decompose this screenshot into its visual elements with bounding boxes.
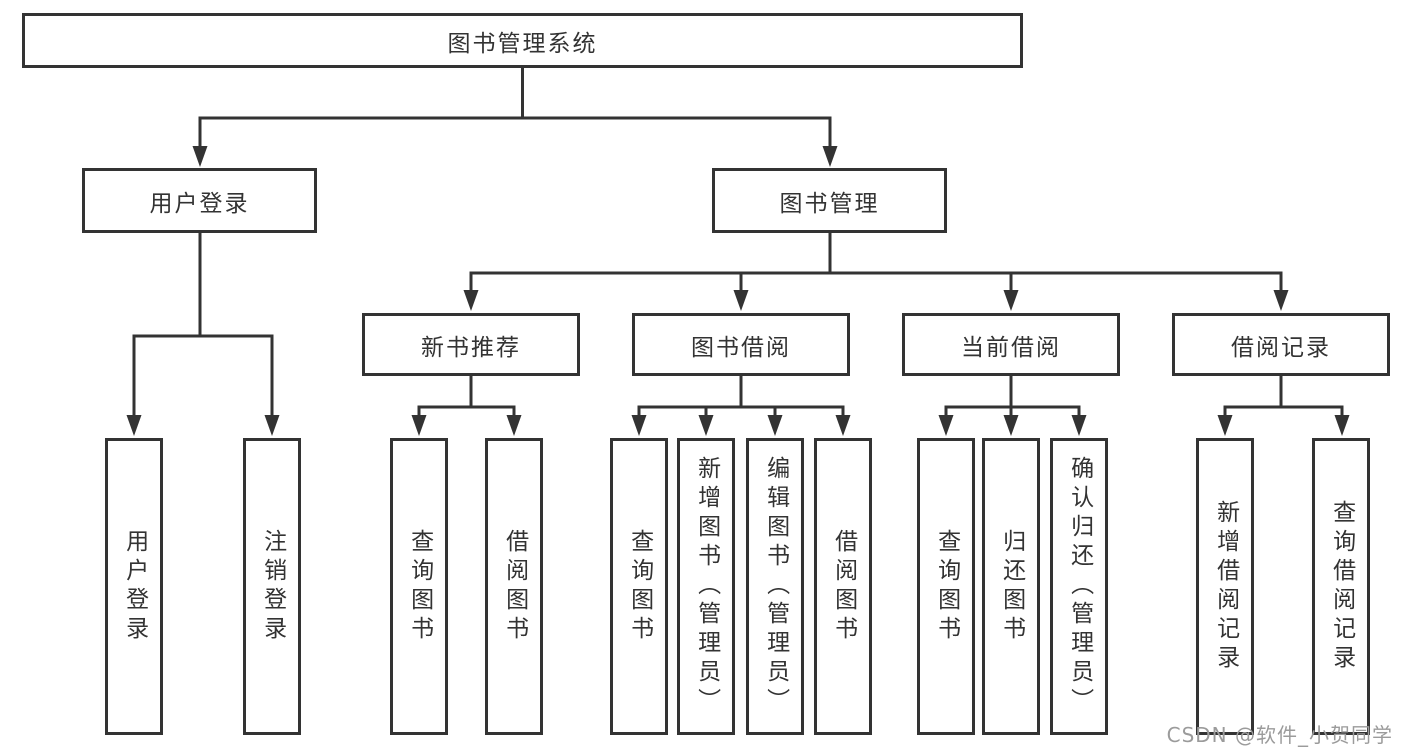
leaf-query-borrow-record: 查询借阅记录 — [1312, 438, 1370, 735]
leaf-query-books-recommend: 查询图书 — [390, 438, 448, 735]
watermark: CSDN @软件_小贺同学 — [1166, 723, 1393, 747]
connector-records-to-leaves — [1223, 374, 1344, 421]
leaf-label: 注销登录 — [259, 528, 286, 645]
leaf-label: 新增借阅记录 — [1212, 499, 1239, 674]
leaf-label: 用户登录 — [121, 528, 148, 645]
leaf-label: 新增图书（管理员） — [693, 456, 720, 717]
leaf-label: 借阅图书 — [501, 528, 528, 645]
node-book-management: 图书管理 — [712, 168, 947, 233]
node-user-login: 用户登录 — [82, 168, 317, 233]
leaf-add-borrow-record: 新增借阅记录 — [1196, 438, 1254, 735]
connector-userlogin-to-leaves — [132, 231, 274, 421]
node-label: 新书推荐 — [421, 334, 521, 361]
connector-root-to-level2 — [198, 66, 832, 152]
leaf-label: 查询图书 — [626, 528, 653, 645]
node-new-book-recommendation: 新书推荐 — [362, 313, 580, 376]
connector-current-to-leaves — [944, 374, 1081, 421]
leaf-query-books-current: 查询图书 — [917, 438, 975, 735]
leaf-confirm-return-admin: 确认归还（管理员） — [1050, 438, 1108, 735]
node-label: 图书管理 — [779, 190, 880, 217]
leaf-label: 查询图书 — [406, 528, 433, 645]
leaf-query-books-borrowing: 查询图书 — [610, 438, 668, 735]
leaf-user-login: 用户登录 — [105, 438, 163, 735]
leaf-label: 借阅图书 — [830, 528, 857, 645]
leaf-label: 查询借阅记录 — [1328, 499, 1355, 674]
node-label: 借阅记录 — [1231, 334, 1331, 361]
node-borrowing-records: 借阅记录 — [1172, 313, 1390, 376]
leaf-edit-book-admin: 编辑图书（管理员） — [746, 438, 804, 735]
node-current-borrowing: 当前借阅 — [902, 313, 1120, 376]
node-label: 图书管理系统 — [447, 30, 598, 57]
leaf-label: 归还图书 — [998, 528, 1025, 645]
leaf-logout: 注销登录 — [243, 438, 301, 735]
leaf-add-book-admin: 新增图书（管理员） — [677, 438, 735, 735]
leaf-return-books: 归还图书 — [982, 438, 1040, 735]
node-label: 当前借阅 — [961, 334, 1061, 361]
connector-bookmgmt-to-level3 — [469, 231, 1283, 296]
leaf-borrow-books-recommend: 借阅图书 — [485, 438, 543, 735]
node-label: 图书借阅 — [691, 334, 791, 361]
leaf-label: 编辑图书（管理员） — [762, 456, 789, 717]
connector-newbook-to-leaves — [417, 374, 516, 421]
connector-borrowing-to-leaves — [637, 374, 845, 421]
leaf-label: 查询图书 — [933, 528, 960, 645]
leaf-label: 确认归还（管理员） — [1066, 456, 1093, 717]
node-label: 用户登录 — [149, 190, 250, 217]
node-library-management-system: 图书管理系统 — [22, 13, 1023, 68]
leaf-borrow-books: 借阅图书 — [814, 438, 872, 735]
node-book-borrowing: 图书借阅 — [632, 313, 850, 376]
